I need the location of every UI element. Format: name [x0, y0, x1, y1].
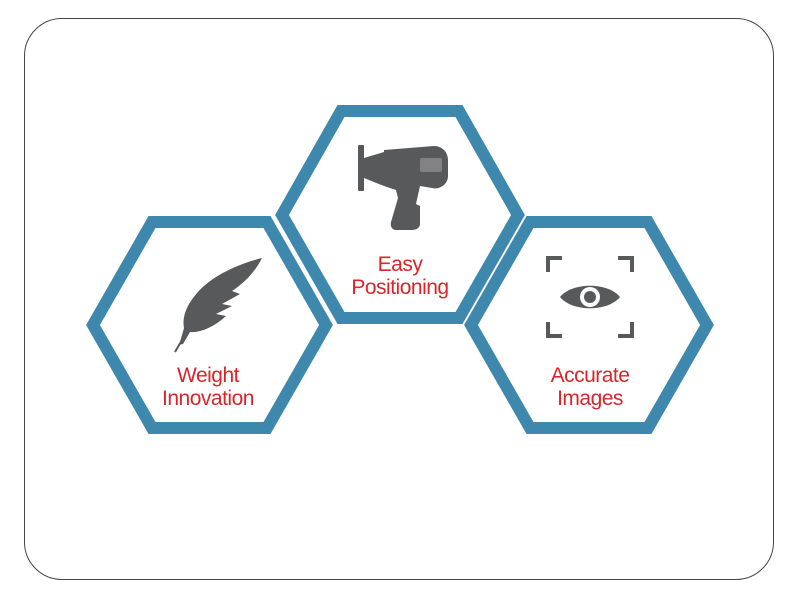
- hexagon-images: [464, 216, 714, 434]
- label-weight-line2: Innovation: [162, 387, 254, 410]
- label-accurate-images: Accurate Images: [490, 364, 690, 410]
- label-images-line1: Accurate: [550, 364, 630, 387]
- label-images-line2: Images: [557, 387, 623, 410]
- eye-icon: [560, 285, 620, 309]
- xray-handheld-device-icon: [358, 145, 448, 230]
- label-weight-innovation: Weight Innovation: [108, 364, 308, 410]
- label-positioning-line1: Easy: [377, 253, 423, 276]
- label-positioning-line2: Positioning: [351, 276, 449, 299]
- eye-focus-icon: [546, 256, 634, 338]
- feather-icon: [174, 258, 262, 353]
- label-easy-positioning: Easy Positioning: [300, 253, 500, 299]
- label-weight-line1: Weight: [177, 364, 239, 387]
